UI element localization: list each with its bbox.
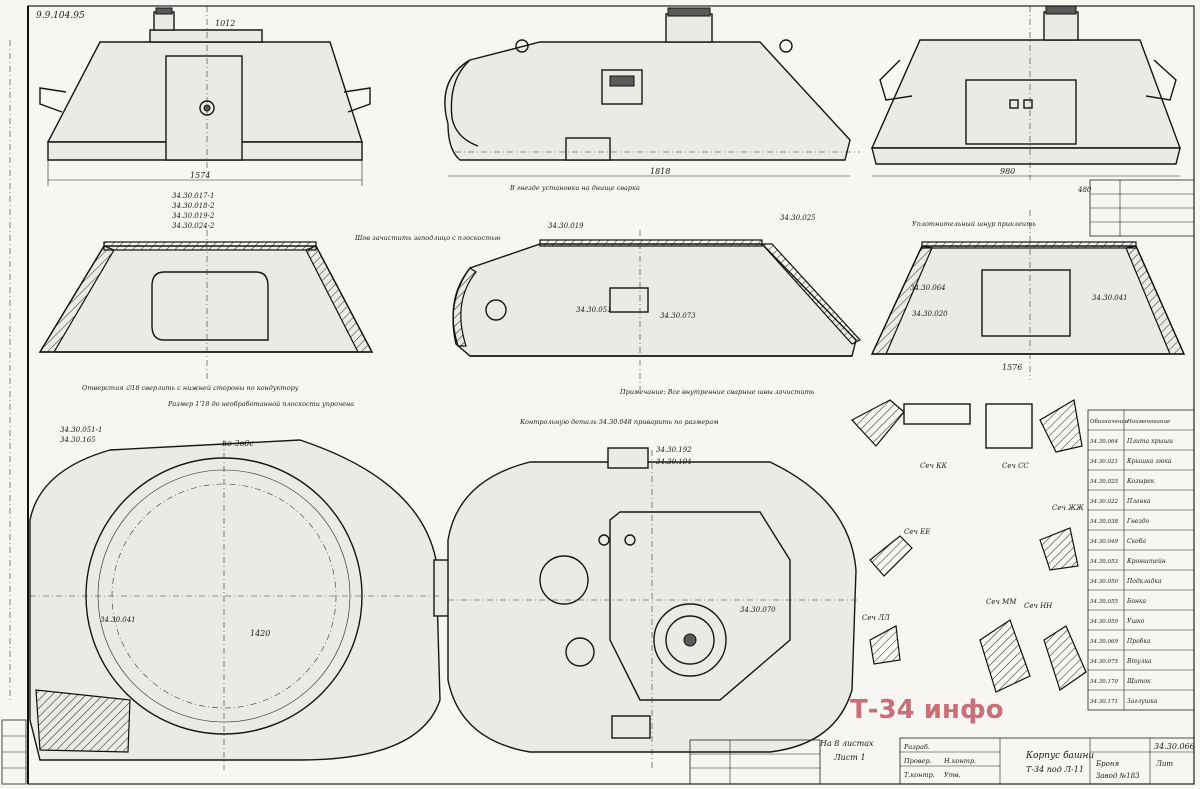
svg-text:34.30.024-2: 34.30.024-2 bbox=[172, 222, 215, 230]
parts-row-code: 34.30.022 bbox=[1090, 499, 1118, 505]
svg-text:Сеч ЕЕ: Сеч ЕЕ bbox=[904, 528, 930, 536]
parts-row-name: Гнездо bbox=[1126, 518, 1150, 525]
svg-text:34.30.073: 34.30.073 bbox=[660, 312, 696, 320]
svg-text:34.30.051: 34.30.051 bbox=[576, 306, 612, 314]
svg-text:В гнезде установки на днище св: В гнезде установки на днище сварка bbox=[509, 184, 640, 192]
svg-text:34.30.019-2: 34.30.019-2 bbox=[172, 212, 215, 220]
parts-row-name: Бонка bbox=[1126, 598, 1147, 605]
svg-text:Сеч НН: Сеч НН bbox=[1024, 602, 1053, 610]
svg-text:980: 980 bbox=[1000, 167, 1015, 176]
side-elevation-view: 1818 bbox=[444, 7, 860, 177]
svg-text:по 3в0с: по 3в0с bbox=[222, 439, 254, 448]
svg-text:34.30.192: 34.30.192 bbox=[656, 446, 692, 454]
svg-text:Отверстия ∅18 сверлить с нижне: Отверстия ∅18 сверлить с нижней стороны … bbox=[82, 384, 299, 392]
parts-row-code: 34.30.025 bbox=[1090, 479, 1118, 485]
svg-text:34.30.018-2: 34.30.018-2 bbox=[172, 202, 215, 210]
svg-text:Контрольную деталь 34.30.048 п: Контрольную деталь 34.30.048 приварить п… bbox=[519, 418, 719, 426]
tb-row-1: Провер. bbox=[903, 757, 932, 765]
parts-row-name: Плита крыши bbox=[1126, 438, 1173, 445]
top-left-stamp: 9.9.104.95 bbox=[36, 11, 85, 21]
upper-parts-table bbox=[1089, 179, 1195, 237]
revision-table bbox=[689, 739, 821, 785]
svg-text:34.30.064: 34.30.064 bbox=[910, 284, 946, 292]
parts-row-code: 34.30.055 bbox=[1090, 599, 1118, 605]
title-block: Корпус башни Т-34 под Л-11 34.30.066 Бро… bbox=[899, 737, 1195, 785]
bottom-plan-view: 34.30.070 34.30.192 34.30.194 bbox=[447, 446, 860, 770]
svg-text:34.30.070: 34.30.070 bbox=[740, 606, 776, 614]
drawing-number: 34.30.066 bbox=[1154, 742, 1195, 751]
svg-text:Сеч ЛЛ: Сеч ЛЛ bbox=[862, 614, 890, 622]
svg-text:1012: 1012 bbox=[215, 19, 235, 28]
front-elevation-view: 1574 1012 34.30.017-1 34.30.018-2 34.30.… bbox=[39, 6, 371, 230]
parts-header-0: Обозначение bbox=[1090, 418, 1129, 425]
parts-row-code: 34.30.053 bbox=[1090, 559, 1118, 565]
svg-text:34.30.194: 34.30.194 bbox=[656, 458, 692, 466]
drawing-subtitle: Т-34 под Л-11 bbox=[1026, 765, 1084, 774]
svg-text:34.30.019: 34.30.019 bbox=[548, 222, 584, 230]
svg-text:1576: 1576 bbox=[1002, 363, 1022, 372]
watermark-logo: Т-34 инфо bbox=[850, 695, 1004, 725]
drawing-title: Корпус башни bbox=[1025, 750, 1094, 761]
svg-text:480: 480 bbox=[1077, 186, 1092, 194]
sheet-label: Лист 1 bbox=[833, 753, 866, 762]
front-section-view: Шов зачистить заподлицо с плоскостью Раз… bbox=[38, 230, 501, 444]
parts-row-code: 34.30.170 bbox=[1090, 679, 1118, 685]
svg-text:Шов зачистить заподлицо с плос: Шов зачистить заподлицо с плоскостью bbox=[354, 234, 501, 242]
material-label: Броня bbox=[1095, 760, 1119, 768]
parts-row-name: Крышка люка bbox=[1126, 458, 1172, 465]
svg-text:34.30.020: 34.30.020 bbox=[912, 310, 948, 318]
svg-text:34.30.041: 34.30.041 bbox=[1092, 294, 1128, 302]
top-plan-view: по 3в0с 1420 34.30.041 bbox=[29, 439, 463, 770]
svg-text:34.30.041: 34.30.041 bbox=[100, 616, 136, 624]
parts-row-code: 34.30.069 bbox=[1090, 639, 1118, 645]
svg-text:Сеч СС: Сеч СС bbox=[1002, 462, 1029, 470]
org-label: Завод №183 bbox=[1096, 772, 1140, 780]
svg-text:Сеч ММ: Сеч ММ bbox=[986, 598, 1017, 606]
svg-text:34.30.051-1: 34.30.051-1 bbox=[60, 426, 102, 434]
tb-row-0: Разраб. bbox=[903, 743, 930, 751]
svg-text:34.30.165: 34.30.165 bbox=[60, 436, 96, 444]
svg-text:Размер 1'18 до необработанной: Размер 1'18 до необработанной плоскости … bbox=[167, 400, 354, 408]
parts-row-code: 34.30.064 bbox=[1090, 439, 1118, 445]
parts-row-name: Ушко bbox=[1127, 618, 1145, 625]
parts-row-code: 34.30.059 bbox=[1090, 619, 1118, 625]
rear-elevation-view: 980 480 bbox=[870, 5, 1182, 194]
parts-row-code: 34.30.021 bbox=[1090, 459, 1118, 465]
format-label: Лит bbox=[1155, 760, 1173, 768]
parts-row-name: Втулка bbox=[1126, 658, 1152, 665]
rear-section-view: Уплотнительный шнур приклеить 34.30.064 … bbox=[870, 210, 1186, 380]
parts-row-name: Щиток bbox=[1127, 678, 1151, 685]
parts-row-name: Подкладка bbox=[1126, 578, 1162, 585]
sheet-count-note: На 8 листах bbox=[819, 739, 874, 748]
detail-sections-group: Сеч КК Сеч СС Сеч ЕЕ Сеч ЖЖ Сеч ЛЛ Сеч М… bbox=[851, 399, 1087, 693]
svg-text:Уплотнительный шнур приклеить: Уплотнительный шнур приклеить bbox=[912, 220, 1036, 228]
parts-row-name: Заглушка bbox=[1127, 698, 1158, 705]
svg-text:1420: 1420 bbox=[250, 629, 270, 638]
svg-text:1818: 1818 bbox=[650, 167, 670, 176]
svg-text:34.30.017-1: 34.30.017-1 bbox=[172, 192, 214, 200]
parts-row-name: Скоба bbox=[1127, 538, 1146, 545]
svg-text:Сеч КК: Сеч КК bbox=[920, 462, 947, 470]
parts-row-code: 34.30.050 bbox=[1090, 579, 1118, 585]
longitudinal-section-view: В гнезде установки на днище сварка Контр… bbox=[452, 184, 861, 426]
parts-row-name: Пробка bbox=[1126, 638, 1151, 645]
parts-row-code: 34.30.049 bbox=[1090, 539, 1118, 545]
svg-text:1574: 1574 bbox=[190, 171, 210, 180]
parts-row-code: 34.30.038 bbox=[1090, 519, 1118, 525]
left-margin-stamp bbox=[1, 40, 27, 785]
svg-text:34.30.025: 34.30.025 bbox=[780, 214, 816, 222]
parts-row-name: Кронштейн bbox=[1126, 558, 1166, 565]
tb-row-4: Утв. bbox=[944, 771, 961, 779]
parts-row-name: Планка bbox=[1126, 498, 1151, 505]
tb-row-3: Н.контр. bbox=[943, 757, 976, 765]
parts-row-name: Козырек bbox=[1126, 478, 1155, 485]
parts-row-code: 34.30.171 bbox=[1090, 699, 1118, 705]
svg-text:Примечание: Все внутренние сва: Примечание: Все внутренние сварные швы з… bbox=[619, 388, 815, 396]
svg-text:Сеч ЖЖ: Сеч ЖЖ bbox=[1052, 504, 1085, 512]
tb-row-2: Т.контр. bbox=[904, 771, 935, 779]
parts-row-code: 34.30.075 bbox=[1090, 659, 1118, 665]
parts-header-1: Наименование bbox=[1126, 419, 1171, 425]
